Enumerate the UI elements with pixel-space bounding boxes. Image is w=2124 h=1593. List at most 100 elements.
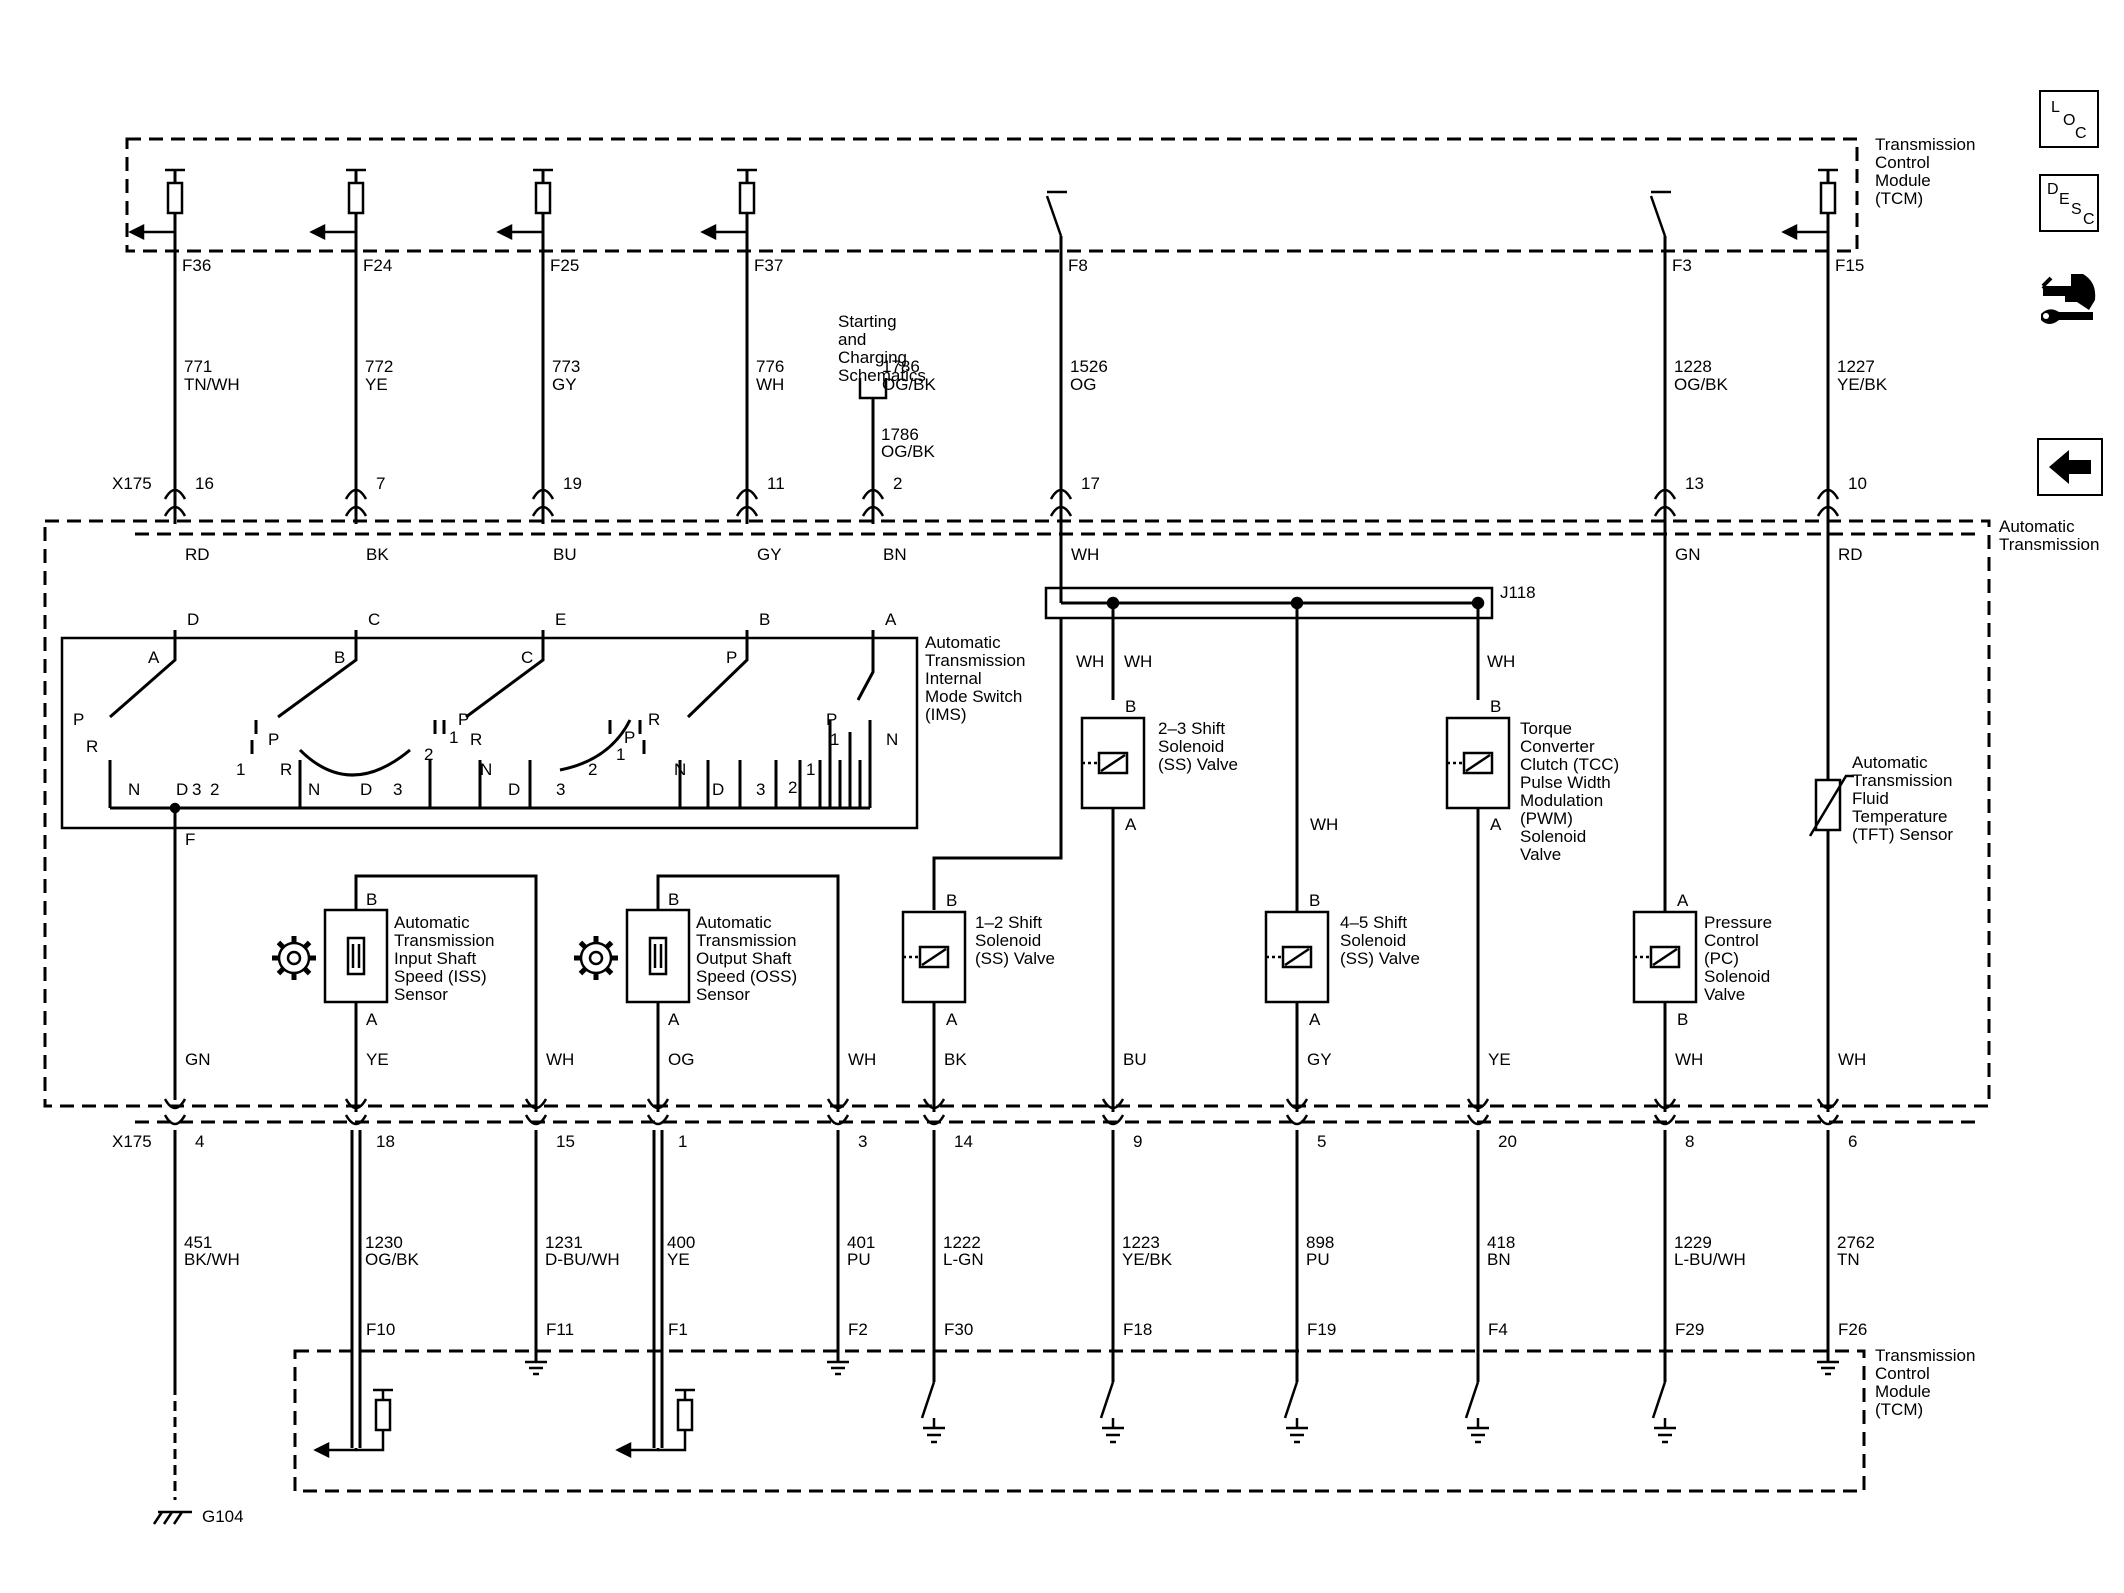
oss-pin-b: B bbox=[668, 890, 679, 909]
pc-name: Solenoid bbox=[1704, 967, 1770, 986]
driver-switch bbox=[920, 1381, 936, 1419]
tcm-terminal-label: F1 bbox=[668, 1320, 688, 1339]
tcc-coil bbox=[1462, 751, 1494, 775]
tcc-name: Clutch (TCC) bbox=[1520, 755, 1619, 774]
tcc-name: Pulse Width bbox=[1520, 773, 1611, 792]
connector-pin bbox=[826, 1098, 850, 1110]
pc-name: Valve bbox=[1704, 985, 1745, 1004]
ims-position-label: N bbox=[308, 780, 320, 799]
loc-button[interactable]: L O C bbox=[2039, 90, 2099, 148]
wire-color-label: OG bbox=[1070, 375, 1096, 394]
ims-position-label: R bbox=[648, 710, 660, 729]
ims-position-label: N bbox=[128, 780, 140, 799]
ims-position-label: 2 bbox=[588, 760, 597, 779]
ims-switch-arm bbox=[856, 630, 875, 701]
circuit-number-label: 776 bbox=[756, 357, 784, 376]
connector-pin-label: 18 bbox=[376, 1132, 395, 1151]
gear-icon-tooth bbox=[578, 966, 588, 976]
iss-pin-b: B bbox=[366, 890, 377, 909]
ims-position-label: 1 bbox=[806, 760, 815, 779]
connector-pin bbox=[344, 1098, 368, 1110]
connector-pin-label: 10 bbox=[1848, 474, 1867, 493]
tcm-bottom-title: (TCM) bbox=[1875, 1400, 1923, 1419]
tcc-name: (PWM) bbox=[1520, 809, 1573, 828]
ims-position-label: R bbox=[470, 730, 482, 749]
ims-position-label: 1 bbox=[449, 728, 458, 747]
pullup-line bbox=[356, 1430, 385, 1452]
connector-pin-label: 20 bbox=[1498, 1132, 1517, 1151]
tcc-coil-slash bbox=[1465, 753, 1491, 773]
iss-name: Sensor bbox=[394, 985, 448, 1004]
connector-pin bbox=[1816, 1114, 1840, 1126]
wire-color-label: WH bbox=[756, 375, 784, 394]
pullup-resistor bbox=[374, 1398, 392, 1432]
tft-thermistor-slash bbox=[1808, 774, 1854, 837]
harness-wire-label: BN bbox=[883, 545, 907, 564]
desc-letter-d: D bbox=[2047, 181, 2059, 198]
connector-wrench-button[interactable] bbox=[2037, 252, 2103, 334]
starting-charging-label: Charging bbox=[838, 348, 907, 367]
connector-pin bbox=[735, 488, 759, 500]
pullup-line bbox=[658, 1430, 687, 1452]
wire-segment bbox=[932, 618, 1063, 910]
splice-bracket bbox=[858, 378, 888, 400]
gear-icon-hub bbox=[588, 950, 604, 966]
connector-pin bbox=[163, 488, 187, 500]
wire-color-label: OG/BK bbox=[365, 1250, 420, 1269]
ims-housing bbox=[60, 636, 919, 830]
wire-color-label: OG/BK bbox=[882, 375, 937, 394]
ss12-name: 1–2 Shift bbox=[975, 913, 1042, 932]
harness-wire-label: OG bbox=[668, 1050, 694, 1069]
harness-wire-label: GN bbox=[185, 1050, 211, 1069]
starting-charging-label: and bbox=[838, 330, 866, 349]
tcm-terminal-label: F4 bbox=[1488, 1320, 1508, 1339]
desc-button[interactable]: D E S C bbox=[2039, 174, 2099, 232]
connector-pin-label: 2 bbox=[893, 474, 902, 493]
chassis-ground-tick bbox=[152, 1511, 164, 1525]
tcm-terminal-label: F36 bbox=[182, 256, 211, 275]
ims-position-label: D bbox=[508, 780, 520, 799]
ss45-pin-a: A bbox=[1309, 1010, 1321, 1029]
harness-wire-label: GY bbox=[757, 545, 782, 564]
oss-name: Transmission bbox=[696, 931, 796, 950]
tcc-name: Solenoid bbox=[1520, 827, 1586, 846]
tcm-terminal-label: F19 bbox=[1307, 1320, 1336, 1339]
tft-name: Temperature bbox=[1852, 807, 1947, 826]
connector-pin-label: 7 bbox=[376, 474, 385, 493]
connector-pin-label: 14 bbox=[954, 1132, 973, 1151]
connector-pin bbox=[1653, 1114, 1677, 1126]
connector-pin bbox=[1816, 505, 1840, 517]
iss-name: Automatic bbox=[394, 913, 470, 932]
ims-position-label: P bbox=[73, 710, 84, 729]
connector-pin-label: 16 bbox=[195, 474, 214, 493]
circuit-number-label: 418 bbox=[1487, 1233, 1515, 1252]
connector-pin-label: 3 bbox=[858, 1132, 867, 1151]
auto-trans-title: Automatic bbox=[1999, 517, 2075, 536]
harness-wire-label: GY bbox=[1307, 1050, 1332, 1069]
connector-pin bbox=[1101, 1114, 1125, 1126]
connector-pin bbox=[1653, 505, 1677, 517]
ims-switch-arm bbox=[465, 630, 545, 719]
ims-position-label: R bbox=[86, 737, 98, 756]
harness-wire-label: RD bbox=[185, 545, 210, 564]
tcm-terminal-label: F3 bbox=[1672, 256, 1692, 275]
tcm-top-title: (TCM) bbox=[1875, 189, 1923, 208]
ss12-pin-b: B bbox=[946, 891, 957, 910]
ims-switch-arm bbox=[109, 630, 177, 719]
connector-pin bbox=[1653, 488, 1677, 500]
harness-wire-label: YE bbox=[366, 1050, 389, 1069]
pc-coil bbox=[1649, 945, 1681, 969]
arrow-left-icon bbox=[2049, 450, 2091, 484]
splice-junction bbox=[1106, 596, 1120, 610]
circuit-number-label: 401 bbox=[847, 1233, 875, 1252]
harness-wire-label: BK bbox=[944, 1050, 967, 1069]
ims-output-pin-label: F bbox=[185, 830, 195, 849]
ims-pin-label: A bbox=[885, 610, 897, 629]
wires bbox=[108, 170, 1830, 1500]
tcm-terminal-label: F10 bbox=[366, 1320, 395, 1339]
ss12-name: (SS) Valve bbox=[975, 949, 1055, 968]
pc-pin-a: A bbox=[1677, 891, 1689, 910]
back-button[interactable] bbox=[2037, 438, 2103, 496]
connector-pin bbox=[524, 1114, 548, 1126]
